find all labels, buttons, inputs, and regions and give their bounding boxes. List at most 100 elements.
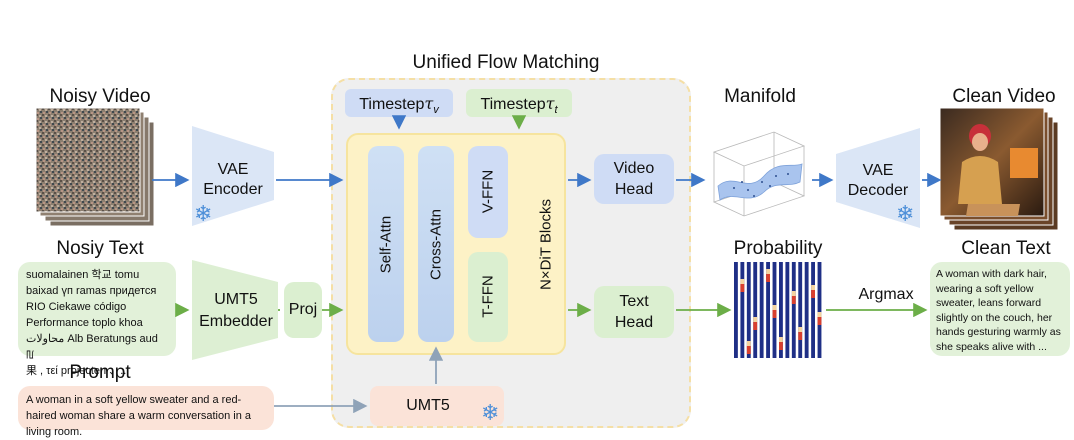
- heatmap-column: [746, 262, 751, 358]
- heatmap-column: [779, 262, 783, 358]
- heatmap-column: [785, 262, 790, 358]
- clean-text-line: she speaks alive with ...: [936, 340, 1047, 353]
- t-ffn-block: [468, 252, 508, 342]
- heatmap-peak: [779, 342, 783, 350]
- text-head-line1: Text: [619, 293, 649, 310]
- heatmap-halo: [746, 341, 751, 346]
- heatmap-column: [791, 262, 796, 358]
- noisy-text-line: RIO Ciekawe código: [26, 301, 127, 313]
- umt5-box: [370, 386, 504, 426]
- timestep-v-subscript: v: [433, 104, 439, 117]
- heatmap-halo: [753, 317, 758, 322]
- argmax-label: Argmax: [858, 286, 914, 303]
- heatmap-peak: [791, 296, 796, 304]
- vae-decoder-shape: [836, 128, 920, 228]
- snowflake-icon: ❄: [481, 400, 500, 425]
- snowflake-icon: ❄: [194, 201, 213, 226]
- self-attn-block: [368, 146, 404, 342]
- noisy-text-line: suomalainen 학교 tomu: [26, 269, 140, 281]
- heatmap-column: [734, 262, 738, 358]
- noisy-text-line: محاولات Alb Beratungs aud ꡃ: [26, 333, 158, 361]
- heatmap-column: [740, 262, 745, 358]
- heatmap-halo: [740, 279, 745, 284]
- video-head-label: Video Head: [594, 158, 674, 200]
- heatmap-halo: [779, 337, 783, 342]
- timestep-v-box: [345, 89, 453, 117]
- text-head-box: [594, 286, 674, 338]
- prompt-box: A woman in a soft yellow sweater and a r…: [18, 386, 274, 438]
- heatmap-halo: [766, 269, 770, 274]
- umt5-embedder-line2: Embedder: [199, 313, 273, 330]
- clean-text-box: A woman with dark hair, wearing a soft y…: [930, 262, 1070, 356]
- heatmap-halo: [791, 291, 796, 296]
- heatmap-halo: [811, 285, 815, 290]
- heatmap-halo: [817, 312, 822, 317]
- heatmap-peak: [817, 317, 822, 325]
- vae-decoder-line2: Decoder: [847, 182, 909, 199]
- noisy-video-frames: [35, 107, 156, 228]
- dit-blocks-label: N×DiT Blocks: [537, 199, 555, 290]
- timestep-v-label: Timestepτv: [345, 94, 453, 116]
- umt5-embedder-label: UMT5 Embedder: [190, 289, 282, 333]
- noisy-text-line: baixad үп ramas придется: [26, 285, 157, 297]
- timestep-t-label: Timestepτt: [466, 94, 572, 116]
- prompt-label: Prompt: [69, 362, 131, 383]
- t-ffn-label: T-FFN: [479, 275, 497, 318]
- noisy-text-box: suomalainen 학교 tomu baixad үп ramas прид…: [18, 262, 176, 377]
- heatmap-column: [759, 262, 764, 358]
- heatmap-peak: [766, 274, 770, 282]
- manifold-plot: [712, 131, 806, 217]
- vae-encoder-line2: Encoder: [203, 181, 263, 198]
- vae-encoder-shape: [192, 126, 274, 226]
- prompt-text: A woman in a soft yellow sweater and a r…: [26, 394, 252, 438]
- probability-heatmap: [734, 262, 822, 358]
- timestep-t-text: Timestep: [480, 96, 546, 113]
- video-head-line2: Head: [614, 181, 654, 198]
- clean-text-line: sweater, leans forward: [936, 297, 1042, 309]
- umt5-label: UMT5: [406, 397, 450, 414]
- clean-text-line: hands gesturing warmly as: [936, 326, 1061, 338]
- vae-decoder-label: VAE Decoder: [836, 161, 920, 201]
- snowflake-icon: ❄: [896, 201, 915, 226]
- timestep-t-box: [466, 89, 572, 117]
- video-head-box: [594, 154, 674, 204]
- timestep-t-subscript: t: [554, 104, 558, 117]
- umt5-embedder-line1: UMT5: [214, 291, 258, 308]
- heatmap-column: [798, 262, 803, 358]
- cross-attn-label: Cross-Attn: [427, 209, 445, 280]
- umt5-embedder-shape: [192, 260, 278, 360]
- diagram-title: Unified Flow Matching: [412, 52, 600, 73]
- heatmap-peak: [740, 284, 745, 292]
- clean-text-label: Clean Text: [961, 238, 1051, 259]
- clean-video-label: Clean Video: [952, 86, 1056, 107]
- heatmap-column: [766, 262, 770, 358]
- heatmap-peak: [772, 310, 777, 318]
- heatmap-peak: [798, 332, 803, 340]
- clean-video-frames: [939, 107, 1060, 232]
- timestep-v-text: Timestep: [359, 96, 425, 113]
- noisy-text-line: Performance toplo khoa: [26, 317, 143, 329]
- manifold-label: Manifold: [724, 86, 796, 107]
- v-ffn-label: V-FFN: [479, 169, 497, 214]
- heatmap-peak: [746, 346, 751, 354]
- heatmap-column: [817, 262, 822, 358]
- noisy-text-line: 果 , τεί projecten 、...: [26, 365, 130, 377]
- timestep-t-symbol: τ: [545, 94, 555, 113]
- proj-label: Proj: [288, 301, 318, 318]
- noisy-text-label: Nosiy Text: [56, 238, 144, 259]
- noisy-video-label: Noisy Video: [49, 86, 151, 107]
- text-head-line2: Head: [614, 314, 654, 331]
- clean-text-line: wearing a soft yellow: [936, 282, 1034, 295]
- v-ffn-block: [468, 146, 508, 238]
- video-head-line1: Video: [613, 160, 655, 177]
- clean-text-line: slightly on the couch, her: [936, 311, 1053, 324]
- vae-decoder-line1: VAE: [862, 162, 894, 179]
- proj-box: [284, 282, 322, 338]
- probability-label: Probability: [733, 238, 823, 259]
- self-attn-label: Self-Attn: [377, 215, 395, 274]
- heatmap-column: [811, 262, 815, 358]
- heatmap-halo: [772, 305, 777, 310]
- vae-encoder-line1: VAE: [217, 161, 249, 178]
- heatmap-column: [804, 262, 809, 358]
- text-head-label: Text Head: [594, 291, 674, 333]
